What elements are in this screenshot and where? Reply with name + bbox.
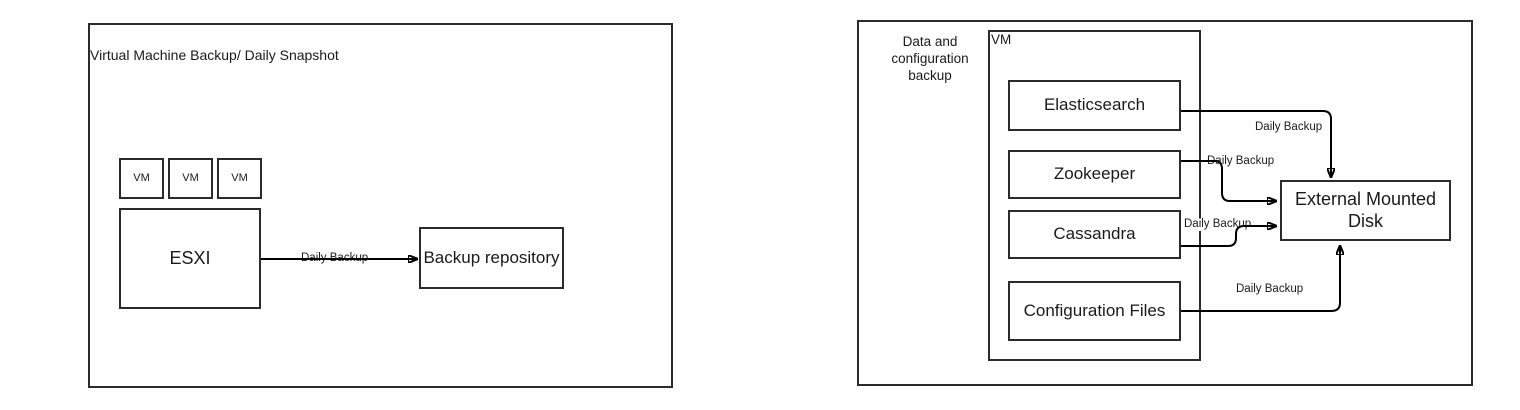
edge-label-configuration-files-to-disk: Daily Backup (1234, 283, 1306, 296)
elasticsearch-node-label: Elasticsearch (1043, 95, 1146, 115)
edge-label-zookeeper-to-disk: Daily Backup (1205, 155, 1277, 168)
configuration-files-node-label: Configuration Files (1023, 300, 1166, 320)
vm-chip-1-label: VM (133, 171, 150, 184)
configuration-files-node: Configuration Files (1008, 281, 1181, 341)
vm-chip-2: VM (168, 158, 213, 199)
edge-label-elasticsearch-to-disk: Daily Backup (1253, 121, 1325, 134)
esxi-node: ESXI (119, 208, 261, 309)
vm-chip-1: VM (119, 158, 164, 199)
external-mounted-disk-node: External Mounted Disk (1280, 180, 1451, 241)
cassandra-node-label: Cassandra (1053, 224, 1136, 244)
panel-virtual-machine-backup (88, 23, 673, 388)
external-mounted-disk-node-label: External Mounted Disk (1294, 188, 1437, 231)
edge-label-esxi-to-backup-repository: Daily Backup (299, 252, 371, 265)
esxi-node-label: ESXI (169, 247, 211, 268)
vm-chip-2-label: VM (182, 171, 199, 184)
zookeeper-node-label: Zookeeper (1053, 164, 1136, 184)
cassandra-node: Cassandra (1008, 210, 1181, 259)
edge-label-cassandra-to-disk: Daily Backup (1182, 218, 1254, 231)
backup-repository-node-label: Backup repository (423, 247, 560, 267)
backup-repository-node: Backup repository (419, 227, 564, 289)
vm-chip-3-label: VM (231, 171, 248, 184)
vm-chip-3: VM (217, 158, 262, 199)
zookeeper-node: Zookeeper (1008, 150, 1181, 199)
panel-left-title: Virtual Machine Backup/ Daily Snapshot (90, 47, 339, 63)
vm-container-label: VM (991, 32, 1012, 47)
elasticsearch-node: Elasticsearch (1008, 80, 1181, 131)
panel-right-title: Data and configuration backup (891, 34, 969, 83)
